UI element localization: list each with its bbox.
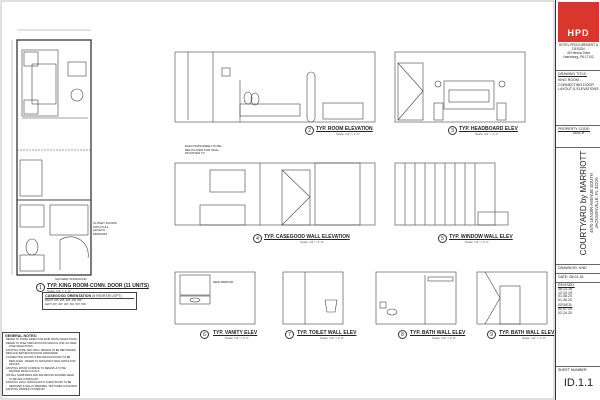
title-block: HPD HOTEL PROCUREMENT & DESIGN 44 Hersha… [555, 0, 600, 400]
address-line-1: 44 Hersha Drive [566, 51, 591, 56]
project-name: COURTYARD by MARRIOTT [579, 150, 588, 256]
date: 08.01.18 [569, 275, 584, 279]
general-note-item: EXISTING HVAC THROUGHOUT GUESTROOM TO BE… [6, 381, 77, 388]
general-note-item: REFER TO FINISH INDEX FOR MAIN FINISH SE… [6, 338, 77, 341]
general-note-item: EXISTING TUBE TWO WALL REMAIN TO BE REFI… [6, 348, 76, 352]
revised-label: REVISED: [558, 283, 575, 287]
view-title: TYP. WINDOW WALL ELEV [449, 234, 513, 240]
project-city: JACKSONVILLE, FL 32216 [594, 177, 599, 229]
view-number: 5 [438, 234, 447, 243]
view-title: TYP. BATH WALL ELEV [410, 330, 466, 336]
view-scale: Scale: 1/4" = 1'-0" [47, 289, 71, 293]
casegood-orientation-box: CASEGOOD ORIENTATION (5 RIGHT/6 LEFT) RI… [42, 292, 137, 310]
view-title: TYP. KING ROOM-CONN. DOOR (11 UNITS) [47, 283, 149, 289]
general-note-item: EXISTING DRAPES TO REMAIN [6, 388, 45, 392]
view-title: TYP. HEADBOARD ELEV [459, 126, 518, 132]
revision-date: 08.13.18 [558, 286, 572, 291]
drawing-title: KING ROOM - CONNECTING DOOR LAYOUT & ELE… [558, 78, 599, 91]
drawn-by-label: DRAWN BY: [558, 266, 579, 270]
general-note-item: CONNECTING DOORS & BATHROOM DOORS TO BE … [6, 355, 76, 367]
view-title: TYP. TOILET WALL ELEV [297, 330, 357, 336]
view-scale: Scale: 1/2" = 1'-0" [225, 336, 249, 340]
view-title: TYP. VANITY ELEV [213, 330, 258, 336]
drawing-linework [0, 0, 555, 400]
view-title: TYP. ROOM ELEVATION [316, 126, 373, 132]
view-number: 8 [398, 330, 407, 339]
room-elevation [174, 51, 376, 123]
shower-note: SHOWER SURROUND [55, 277, 87, 281]
general-note-item: INSTALL GRAB BARS AND BATHROOM SHOWER HE… [6, 373, 74, 381]
closet-note: CLOSET DOORS WITH FULL LENGTH MIRRORS [93, 221, 117, 236]
casegood-elevation [174, 162, 376, 226]
casegood-right: RIGHT: 105, 205, 305, 405, 505 [45, 299, 82, 302]
general-note-item: REPLACE BATHROOM DOOR HARDWARE [6, 352, 58, 356]
headboard-elevation [394, 51, 526, 123]
property-code: JAXCH [572, 131, 585, 135]
mirror-note: NEW MIRROR [213, 280, 233, 284]
issue-date: 02.24.20 [558, 310, 572, 315]
casegood-left: LEFT: 207, 307, 407, 501, 507, 509 [45, 302, 86, 306]
hpd-logo: HPD [558, 2, 599, 42]
view-scale: Scale: 1/2" = 1'-0" [336, 132, 360, 136]
issued-label: ISSUED: [558, 302, 573, 307]
view-scale: Scale: 1/2" = 1'-0" [475, 132, 499, 136]
view-scale: Scale: 1/2" = 1'-0" [522, 336, 546, 340]
view-number: 7 [285, 330, 294, 339]
general-note-item: EXISTING WOOD CORNICE TO REMAIN & TO BE … [6, 366, 66, 374]
window-wall-elevation [394, 162, 509, 226]
property-code-label: PROPERTY CODE: [558, 127, 591, 131]
bath-elevations [174, 271, 548, 325]
view-scale: Scale: 1/2" = 1'-0" [320, 336, 344, 340]
view-scale: Scale: 1/2" = 1'-0" [432, 336, 456, 340]
view-scale: Scale: 1/2" = 1'-0" [300, 240, 324, 244]
general-notes: GENERAL NOTES: REFER TO FINISH INDEX FOR… [2, 332, 80, 396]
sheet-number-label: SHEET NUMBER: [558, 368, 588, 372]
drawing-title-label: DRAWING TITLE: [558, 72, 587, 76]
floor-plan [11, 29, 92, 276]
issue-date: 02.07.20 [558, 306, 572, 311]
view-number: 2 [305, 126, 314, 135]
revision-date: 01.30.20 [558, 298, 572, 303]
address-line-2: Harrisburg, PA 17102 [563, 54, 594, 59]
revision-date: 12.10.19 [558, 290, 572, 295]
date-label: DATE: [558, 275, 569, 279]
view-number: 1 [36, 283, 45, 292]
electrical-note: ELECTROSCREEN TO BE RELOCATED FOR WALL M… [185, 144, 222, 155]
general-notes-title: GENERAL NOTES: [5, 334, 38, 338]
view-number: 6 [200, 330, 209, 339]
view-title: TYP. BATH WALL ELEV [499, 330, 555, 336]
drawn-by: KND [579, 266, 587, 270]
casegood-title: CASEGOOD ORIENTATION [45, 294, 92, 298]
view-number: 3 [448, 126, 457, 135]
sheet-number: ID.1.1 [563, 377, 594, 389]
view-scale: Scale: 1/2" = 1'-0" [465, 240, 489, 244]
view-number: 4 [253, 234, 262, 243]
revision-date: 01.08.20 [558, 294, 572, 299]
view-title: TYP. CASEGOOD WALL ELEVATION [264, 234, 350, 240]
company-name: HOTEL PROCUREMENT & DESIGN [558, 43, 599, 51]
general-note-item: REFER TO FF&E SPECIFICATION MANUAL FOR A… [6, 341, 77, 349]
casegood-subtitle: (5 RIGHT/6 LEFT) [92, 294, 122, 298]
view-number: 9 [487, 330, 496, 339]
